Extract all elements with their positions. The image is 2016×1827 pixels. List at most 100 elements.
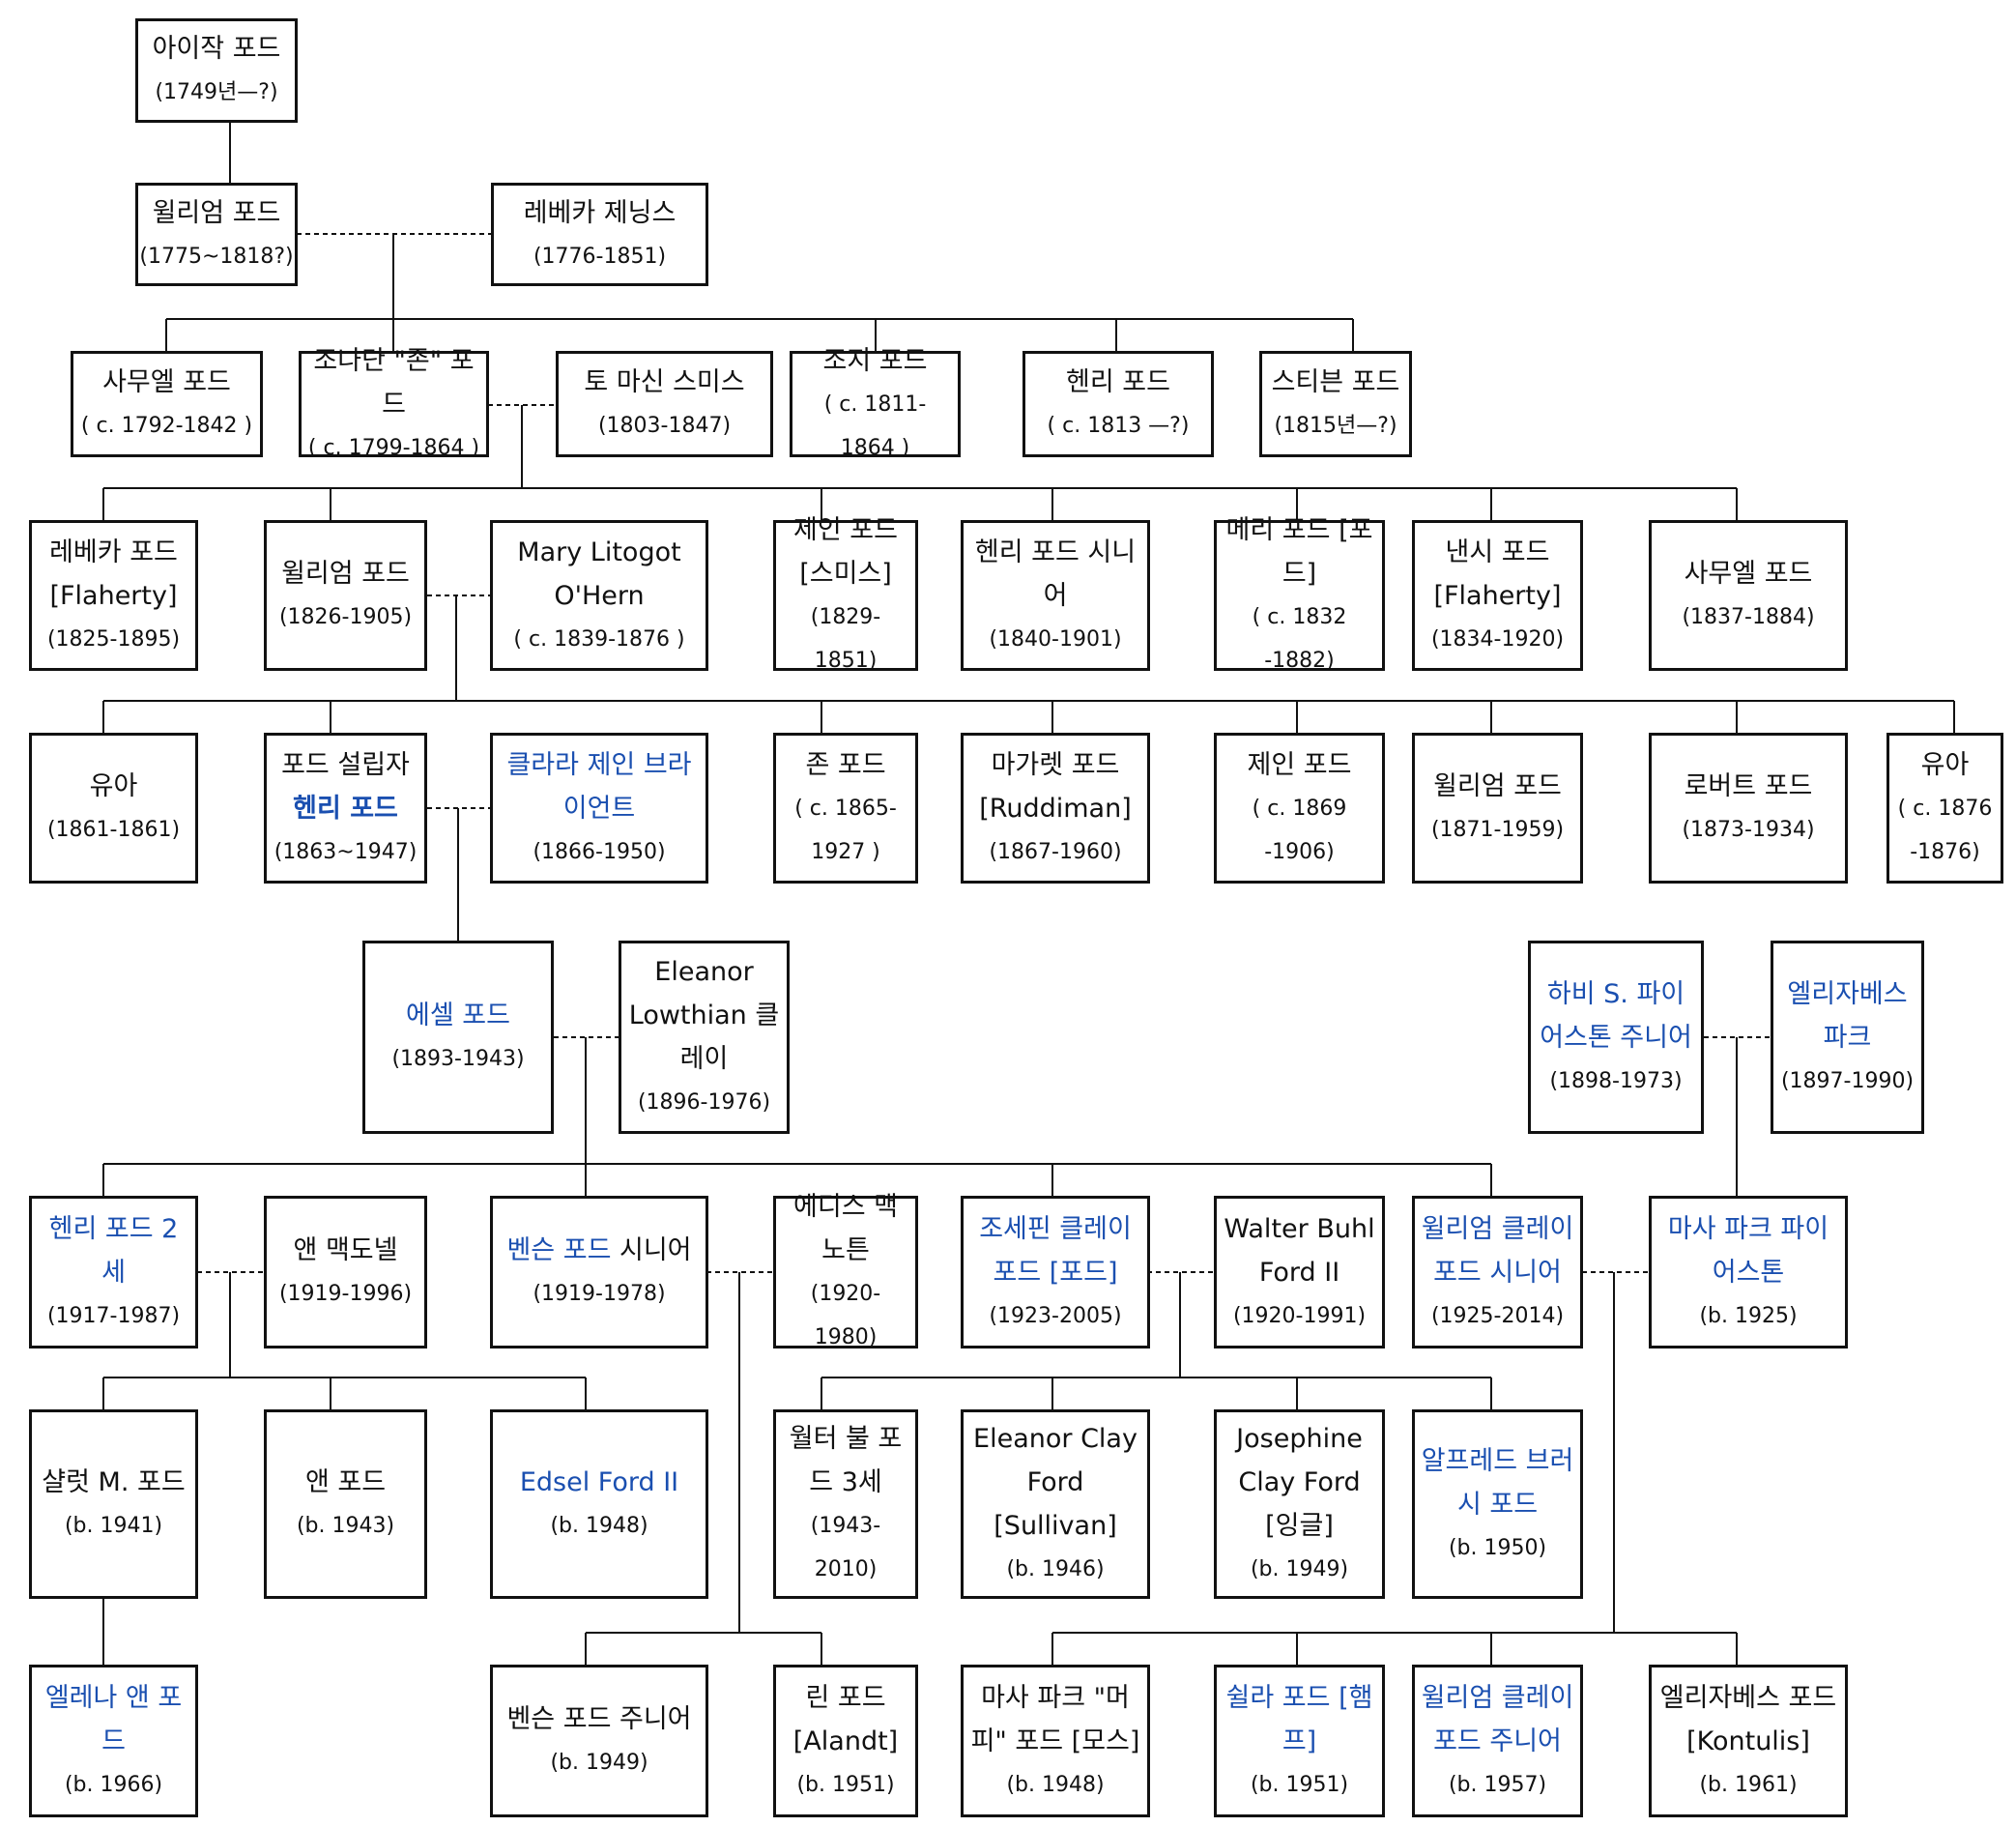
person-name[interactable]: 헨리 포드: [293, 793, 398, 824]
person-edsel-ford-ii: Edsel Ford II (b. 1948): [490, 1409, 708, 1599]
person-dates: (1873-1934): [1682, 818, 1815, 842]
person-name: 마사 파크 "머피" 포드 [모스]: [970, 1682, 1140, 1756]
person-name: 유아: [1920, 749, 1970, 780]
person-name: Mary Litogot O'Hern: [517, 536, 681, 611]
person-samuel-ford-1837: 사무엘 포드 (1837-1884): [1649, 520, 1848, 671]
person-thomasina-smith: 토 마신 스미스 (1803-1847): [556, 351, 773, 457]
person-dates: ( c. 1839-1876 ): [513, 626, 685, 652]
person-name-link[interactable]: 헨리 포드 2세: [48, 1213, 179, 1288]
person-name-link[interactable]: 엘레나 앤 포드: [44, 1682, 183, 1756]
person-dates: (b. 1946): [1006, 1557, 1105, 1581]
person-anne-mcdonnell: 앤 맥도넬 (1919-1996): [264, 1196, 427, 1348]
person-name-link[interactable]: 알프레드 브러시 포드: [1421, 1445, 1574, 1520]
person-harvey-firestone-jr: 하비 S. 파이어스톤 주니어 (1898-1973): [1528, 941, 1704, 1134]
person-isaac-ford: 아이작 포드 (1749년—?): [135, 18, 298, 123]
person-name-link[interactable]: 하비 S. 파이어스톤 주니어: [1540, 978, 1692, 1053]
person-name: 앤 맥도넬: [293, 1235, 398, 1265]
person-dates: (1775~1818?): [139, 244, 294, 269]
person-name-link[interactable]: 에셀 포드: [406, 1000, 510, 1030]
person-robert-ford: 로버트 포드 (1873-1934): [1649, 733, 1848, 884]
person-eleanor-clay-ford: Eleanor Clay Ford [Sullivan] (b. 1946): [961, 1409, 1150, 1599]
person-name-link[interactable]: 조세핀 클레이 포드 [포드]: [979, 1213, 1132, 1288]
person-name-link[interactable]: 쉴라 포드 [햄프]: [1225, 1682, 1373, 1756]
person-dates: (1834-1920): [1430, 626, 1565, 652]
person-dates: (1893-1943): [391, 1047, 525, 1071]
person-william-clay-ford-sr: 윌리엄 클레이 포드 시니어 (1925-2014): [1412, 1196, 1583, 1348]
person-walter-buhl-ford-iii: 월터 불 포드 3세 (1943-2010): [773, 1409, 918, 1599]
person-edith-mcnaughton: 에디스 맥노튼 (1920-1980): [773, 1192, 918, 1349]
person-george-ford: 조지 포드 ( c. 1811-1864 ): [790, 346, 961, 460]
person-clara-bryant: 클라라 제인 브라이언트 (1866-1950): [490, 733, 708, 884]
person-name: 스티븐 포드: [1271, 367, 1400, 397]
person-dates: (1829-1851): [810, 605, 881, 673]
person-benson-ford-sr: 벤슨 포드 시니어 (1919-1978): [490, 1196, 708, 1348]
person-dates: (b. 1951): [796, 1772, 895, 1797]
person-name-link[interactable]: 마사 파크 파이어스톤: [1667, 1213, 1829, 1288]
person-dates: (b. 1950): [1448, 1535, 1547, 1560]
person-name-link[interactable]: 윌리엄 클레이 포드 주니어: [1421, 1682, 1574, 1756]
person-benson-ford-jr: 벤슨 포드 주니어 (b. 1949): [490, 1665, 708, 1817]
person-name: 레베카 제닝스: [523, 197, 677, 228]
person-dates: (b. 1948): [550, 1514, 648, 1538]
person-name: 토 마신 스미스: [584, 367, 745, 397]
person-name-link[interactable]: 클라라 제인 브라이언트: [506, 749, 692, 824]
person-dates: (1898-1973): [1549, 1068, 1683, 1093]
person-dates: (b. 1925): [1699, 1303, 1798, 1328]
person-martha-parke-firestone: 마사 파크 파이어스톤 (b. 1925): [1649, 1196, 1848, 1348]
person-name: 헨리 포드 시니어: [974, 536, 1137, 611]
person-mary-ford-1832: 메리 포드 [포드] ( c. 1832 -1882): [1214, 515, 1385, 673]
person-name-link[interactable]: 윌리엄 클레이 포드 시니어: [1421, 1213, 1574, 1288]
person-lynn-ford: 린 포드 [Alandt] (b. 1951): [773, 1665, 918, 1817]
person-dates: (b. 1943): [296, 1514, 395, 1538]
person-name: 메리 포드 [포드]: [1225, 515, 1373, 589]
connector-lines: [102, 123, 1955, 1665]
person-nancy-ford: 낸시 포드 [Flaherty] (1834-1920): [1412, 520, 1583, 671]
person-dates: (1815년—?): [1274, 414, 1397, 438]
person-alfred-brush-ford: 알프레드 브러시 포드 (b. 1950): [1412, 1409, 1583, 1599]
person-john-ford-1865: 존 포드 ( c. 1865-1927 ): [773, 733, 918, 884]
person-dates: (1837-1884): [1682, 605, 1815, 629]
person-name: 윌리엄 포드: [281, 559, 410, 589]
person-dates: (1920-1991): [1232, 1303, 1367, 1328]
person-name-link[interactable]: Edsel Ford II: [519, 1467, 679, 1497]
person-jane-ford-1869: 제인 포드 ( c. 1869 -1906): [1214, 733, 1385, 884]
person-dates: ( c. 1811-1864 ): [823, 392, 927, 460]
person-dates: (b. 1966): [64, 1772, 163, 1797]
person-title: 포드 설립자: [281, 749, 410, 780]
person-name: 앤 포드: [304, 1467, 387, 1497]
person-dates: (1920-1980): [810, 1282, 881, 1349]
person-name: Josephine Clay Ford [잉글]: [1236, 1424, 1363, 1541]
person-elena-ford: 엘레나 앤 포드 (b. 1966): [29, 1665, 198, 1817]
person-name: 레베카 포드 [Flaherty]: [49, 536, 178, 611]
person-name: 마가렛 포드 [Ruddiman]: [979, 749, 1132, 824]
person-name-link[interactable]: 엘리자베스 파크: [1787, 978, 1908, 1053]
person-josephine-clay-ford: 조세핀 클레이 포드 [포드] (1923-2005): [961, 1196, 1150, 1348]
person-name: 낸시 포드 [Flaherty]: [1433, 536, 1562, 611]
person-name: 헨리 포드: [1066, 367, 1170, 397]
person-dates: (1925-2014): [1430, 1303, 1565, 1328]
person-dates: (1749년—?): [155, 80, 278, 104]
person-dates: (1919-1996): [278, 1282, 413, 1306]
person-name: 제인 포드 [스미스]: [793, 515, 898, 589]
person-name: 사무엘 포드: [102, 367, 231, 397]
person-dates: (1917-1987): [46, 1303, 181, 1328]
person-rebecca-jennings: 레베카 제닝스 (1776-1851): [491, 183, 708, 286]
person-name: 조지 포드: [822, 345, 928, 376]
person-elizabeth-ford-kontulis: 엘리자베스 포드 [Kontulis] (b. 1961): [1649, 1665, 1848, 1817]
person-dates: (1840-1901): [989, 626, 1122, 652]
person-name: Eleanor Clay Ford [Sullivan]: [973, 1424, 1138, 1541]
person-martha-parke-muffy-ford: 마사 파크 "머피" 포드 [모스] (b. 1948): [961, 1665, 1150, 1817]
person-jane-ford-1829: 제인 포드 [스미스] (1829-1851): [773, 515, 918, 673]
person-dates: (1776-1851): [533, 244, 667, 269]
person-william-ford-1775: 윌리엄 포드 (1775~1818?): [135, 183, 298, 286]
person-dates: (b. 1941): [64, 1514, 163, 1538]
person-infant-1876: 유아 ( c. 1876 -1876): [1886, 733, 2003, 884]
person-dates: ( c. 1813 —?): [1047, 414, 1190, 438]
person-henry-ford-founder: 포드 설립자 헨리 포드 (1863~1947): [264, 733, 427, 884]
person-dates: (1825-1895): [46, 626, 181, 652]
person-name-link[interactable]: 헨리 포드: [293, 787, 398, 830]
person-name: 아이작 포드: [152, 34, 281, 64]
person-walter-buhl-ford-ii: Walter Buhl Ford II (1920-1991): [1214, 1196, 1385, 1348]
person-name: 벤슨 포드 주니어: [506, 1704, 692, 1734]
person-name-link[interactable]: 벤슨 포드: [506, 1235, 612, 1265]
